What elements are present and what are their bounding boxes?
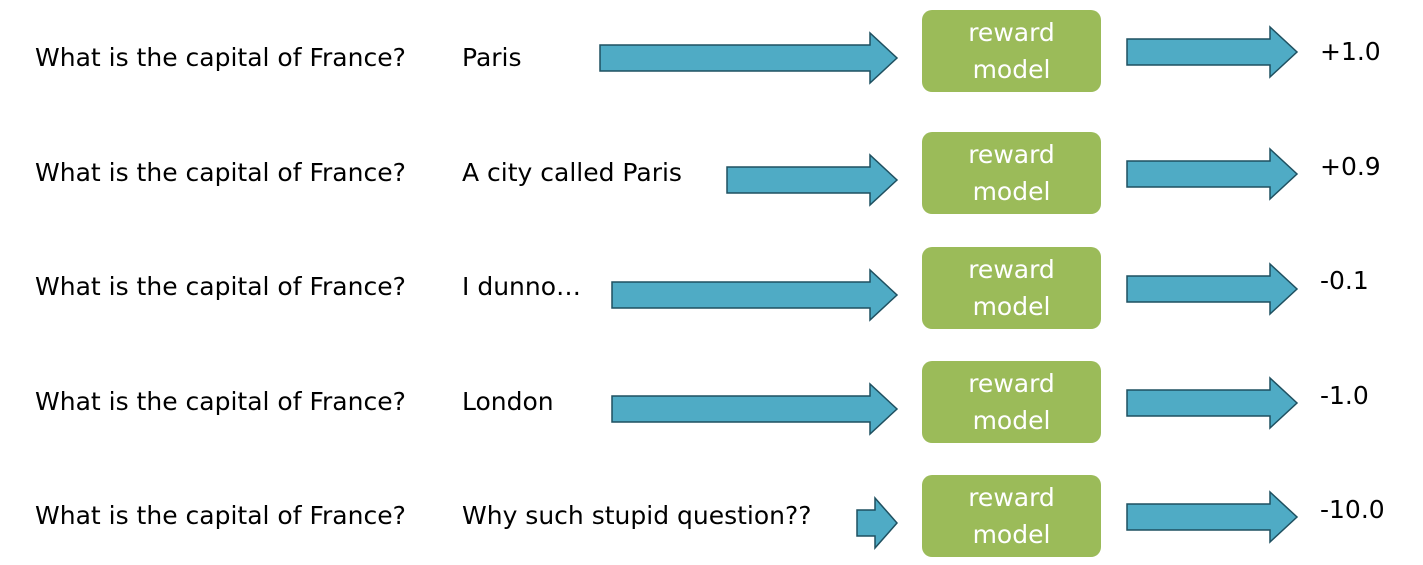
reward-model-label-line1: reward [968,483,1055,512]
input-arrow [599,31,899,85]
output-arrow [1126,147,1299,201]
answer-text: A city called Paris [462,158,682,187]
output-arrow [1126,25,1299,79]
output-arrow-shape [1126,25,1299,79]
input-arrow [611,268,899,322]
answer-text: London [462,387,554,416]
input-arrow [611,382,899,436]
reward-score: -1.0 [1320,381,1369,410]
question-text: What is the capital of France? [35,387,406,416]
input-arrow-shape [856,496,898,550]
reward-model-label-line1: reward [968,369,1055,398]
reward-model-box: reward model [922,475,1101,557]
question-text: What is the capital of France? [35,501,406,530]
output-arrow-shape [1126,490,1299,544]
output-arrow [1126,376,1299,430]
reward-model-box: reward model [922,10,1101,92]
reward-model-label-line1: reward [968,18,1055,47]
output-arrow-shape [1126,376,1299,430]
reward-model-label-line2: model [972,292,1051,321]
reward-model-box: reward model [922,132,1101,214]
question-text: What is the capital of France? [35,272,406,301]
answer-text: Why such stupid question?? [462,501,812,530]
answer-text: Paris [462,43,522,72]
reward-score: -10.0 [1320,495,1385,524]
reward-score: +0.9 [1320,152,1381,181]
input-arrow-shape [726,153,899,207]
input-arrow-shape [611,268,899,322]
input-arrow-shape [599,31,899,85]
output-arrow-shape [1126,147,1299,201]
question-text: What is the capital of France? [35,43,406,72]
input-arrow [726,153,899,207]
output-arrow-shape [1126,262,1299,316]
reward-model-box: reward model [922,361,1101,443]
input-arrow [856,496,898,550]
reward-model-label-line1: reward [968,255,1055,284]
reward-score: +1.0 [1320,37,1381,66]
reward-model-label-line2: model [972,177,1051,206]
reward-model-label-line1: reward [968,140,1055,169]
output-arrow [1126,490,1299,544]
question-text: What is the capital of France? [35,158,406,187]
reward-score: -0.1 [1320,266,1369,295]
input-arrow-shape [611,382,899,436]
reward-model-label-line2: model [972,55,1051,84]
reward-model-label-line2: model [972,520,1051,549]
reward-model-label-line2: model [972,406,1051,435]
reward-model-box: reward model [922,247,1101,329]
output-arrow [1126,262,1299,316]
answer-text: I dunno… [462,272,582,301]
